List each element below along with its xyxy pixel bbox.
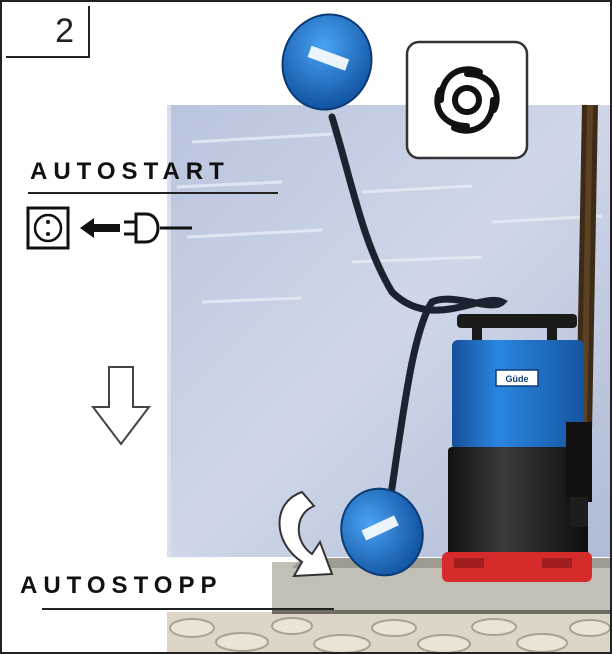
step-number: 2 xyxy=(6,6,90,58)
submersible-pump: Güde xyxy=(442,314,592,582)
power-icon-row xyxy=(26,206,192,250)
plug-icon xyxy=(124,212,192,244)
autostop-underline xyxy=(42,608,334,610)
autostart-underline xyxy=(28,192,278,194)
pump-blue-housing xyxy=(452,340,584,450)
socket-icon xyxy=(26,206,70,250)
pump-black-base xyxy=(448,447,588,557)
curved-arrow-down-icon xyxy=(278,490,334,578)
svg-text:Güde: Güde xyxy=(505,374,528,384)
floor-edge xyxy=(272,610,610,614)
autostart-label: AUTOSTART xyxy=(30,158,230,185)
autostop-label: AUTOSTOPP xyxy=(20,572,223,599)
pump-outlet xyxy=(566,422,592,502)
float-switch-upper xyxy=(281,13,373,111)
gravel-stones xyxy=(169,617,610,652)
float-switch-lower xyxy=(340,487,424,577)
arrow-down-outline-icon xyxy=(90,366,152,446)
wall-left-edge xyxy=(167,105,171,557)
pump-brand-plate xyxy=(495,369,539,387)
swirl-impeller-icon xyxy=(405,40,529,160)
pump-handle xyxy=(457,314,577,328)
float-cable xyxy=(328,113,508,526)
arrow-left-icon xyxy=(80,218,120,238)
